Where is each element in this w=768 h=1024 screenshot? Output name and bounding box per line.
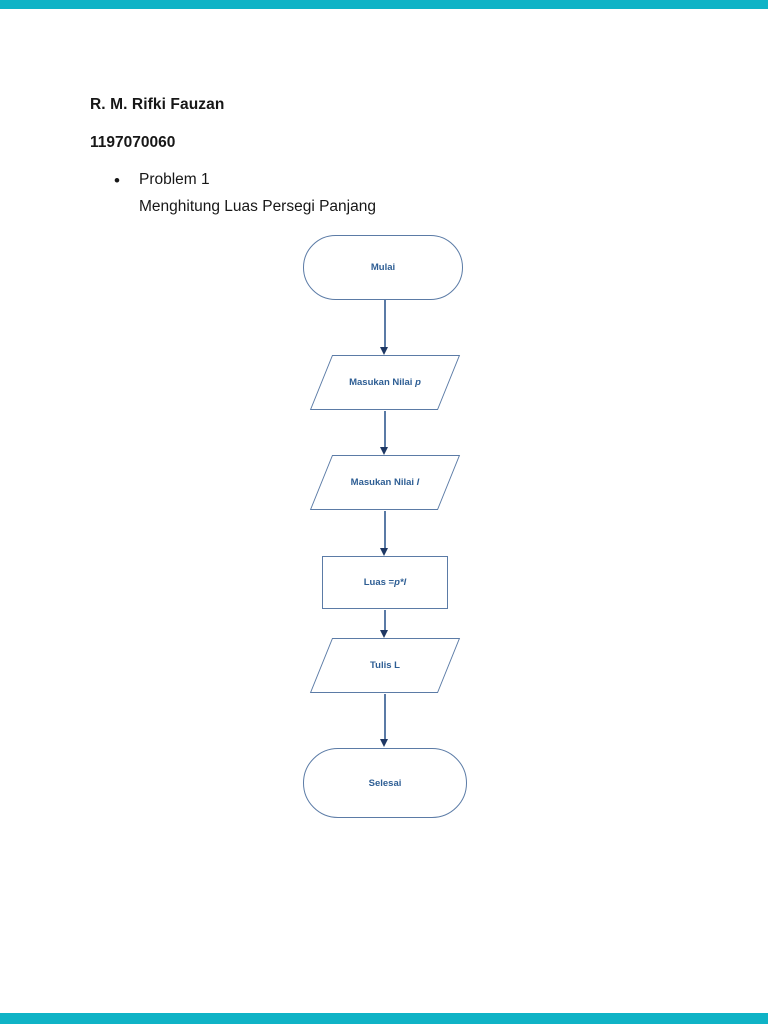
arrow-down-icon (380, 347, 388, 355)
node-label: Mulai (370, 262, 396, 273)
node-label-wrap: Tulis L (322, 660, 448, 671)
node-label: Selesai (368, 777, 402, 789)
viewer-top-bar (0, 0, 768, 9)
bullet-marker: • (114, 171, 120, 190)
flowchart-node-input-l: Masukan Nilai l (309, 455, 461, 510)
flowchart-node-start: Mulai (303, 235, 463, 300)
node-label: Luas = (363, 577, 395, 588)
node-variable: p*l (394, 577, 407, 588)
arrow-down-icon (380, 630, 388, 638)
flowchart-node-output: Tulis L (309, 638, 461, 693)
flow-arrow-line (384, 300, 386, 347)
author-name: R. M. Rifki Fauzan (90, 96, 225, 113)
flowchart-node-end: Selesai (303, 748, 467, 818)
flow-arrow-line (384, 694, 386, 739)
flowchart-node-process: Luas = p*l (322, 556, 448, 609)
node-label-wrap: Masukan Nilai p (322, 377, 448, 388)
problem-title: Problem 1 (139, 171, 210, 188)
student-id: 1197070060 (90, 134, 176, 151)
node-variable: l (416, 477, 420, 488)
arrow-down-icon (380, 739, 388, 747)
arrow-down-icon (380, 548, 388, 556)
flow-arrow-line (384, 511, 386, 548)
problem-subtitle: Menghitung Luas Persegi Panjang (139, 198, 376, 215)
node-variable: p (415, 377, 421, 388)
flow-arrow-line (384, 411, 386, 447)
arrow-down-icon (380, 447, 388, 455)
viewer-bottom-bar (0, 1013, 768, 1024)
node-label-wrap: Masukan Nilai l (322, 477, 448, 488)
flow-arrow-line (384, 610, 386, 630)
node-label: Masukan Nilai (349, 377, 416, 388)
flowchart-node-input-p: Masukan Nilai p (309, 355, 461, 410)
node-label: Tulis L (370, 660, 400, 671)
node-label: Masukan Nilai (350, 477, 417, 488)
